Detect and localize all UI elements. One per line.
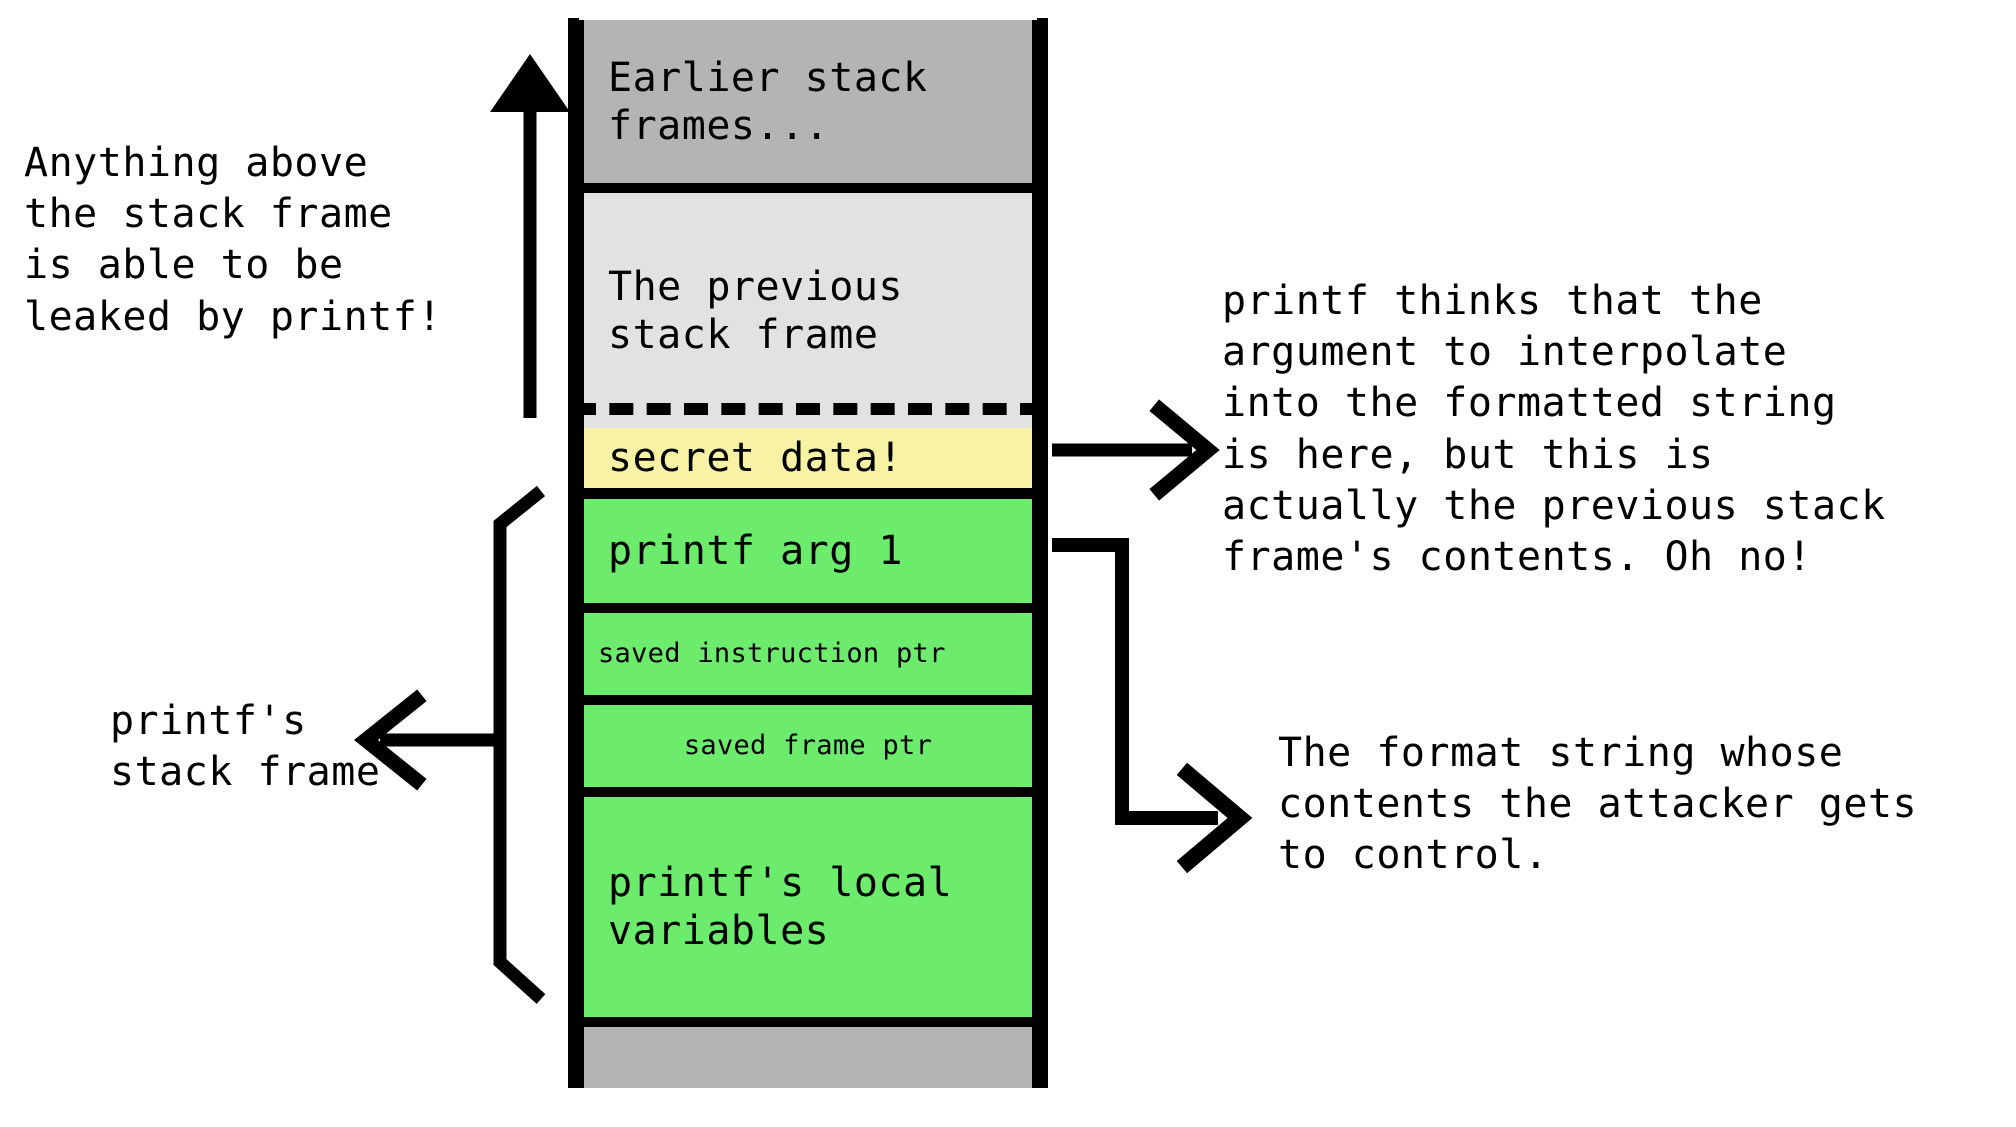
stack-cell-printf-arg-1: printf arg 1 bbox=[579, 494, 1037, 608]
right-arrow-icon bbox=[1052, 399, 1220, 501]
stack-cell-label: secret data! bbox=[608, 435, 903, 481]
stack-cell-previous-stack-frame: The previous stack frame bbox=[579, 188, 1037, 428]
up-arrow-icon bbox=[490, 54, 570, 418]
stack-cell-saved-frame-ptr: saved frame ptr bbox=[579, 700, 1037, 792]
stack-cell-below-stack bbox=[579, 1022, 1037, 1088]
stack-cell-label: saved frame ptr bbox=[683, 729, 933, 761]
secret-data-note: printf thinks that the argument to inter… bbox=[1222, 278, 1886, 580]
leak-note: Anything above the stack frame is able t… bbox=[24, 140, 442, 340]
stack-cell-label: printf arg 1 bbox=[608, 528, 903, 574]
format-string-note: The format string whose contents the att… bbox=[1278, 730, 1918, 879]
stack-column: Earlier stack frames... The previous sta… bbox=[568, 18, 1048, 1088]
stack-cell-secret-data: secret data! bbox=[579, 428, 1037, 494]
stack-cell-label: Earlier stack frames... bbox=[608, 54, 928, 149]
elbow-right-arrow-icon bbox=[1052, 538, 1253, 874]
left-arrow-icon bbox=[353, 689, 500, 791]
stack-cell-earlier-stack-frames: Earlier stack frames... bbox=[579, 20, 1037, 188]
stack-left-rail bbox=[568, 18, 579, 1088]
stack-cell-label: saved instruction ptr bbox=[598, 637, 946, 669]
stack-cell-printf-local-variables: printf's local variables bbox=[579, 792, 1037, 1022]
printf-stack-frame-label: printf's stack frame bbox=[110, 698, 381, 796]
stack-cell-label: printf's local variables bbox=[608, 860, 953, 954]
stack-cell-label: The previous stack frame bbox=[608, 263, 903, 358]
left-curly-brace-icon bbox=[493, 485, 546, 1004]
frame-boundary-dashed-line bbox=[572, 403, 1044, 415]
stack-cell-saved-instruction-ptr: saved instruction ptr bbox=[579, 608, 1037, 700]
stack-right-rail bbox=[1037, 18, 1048, 1088]
